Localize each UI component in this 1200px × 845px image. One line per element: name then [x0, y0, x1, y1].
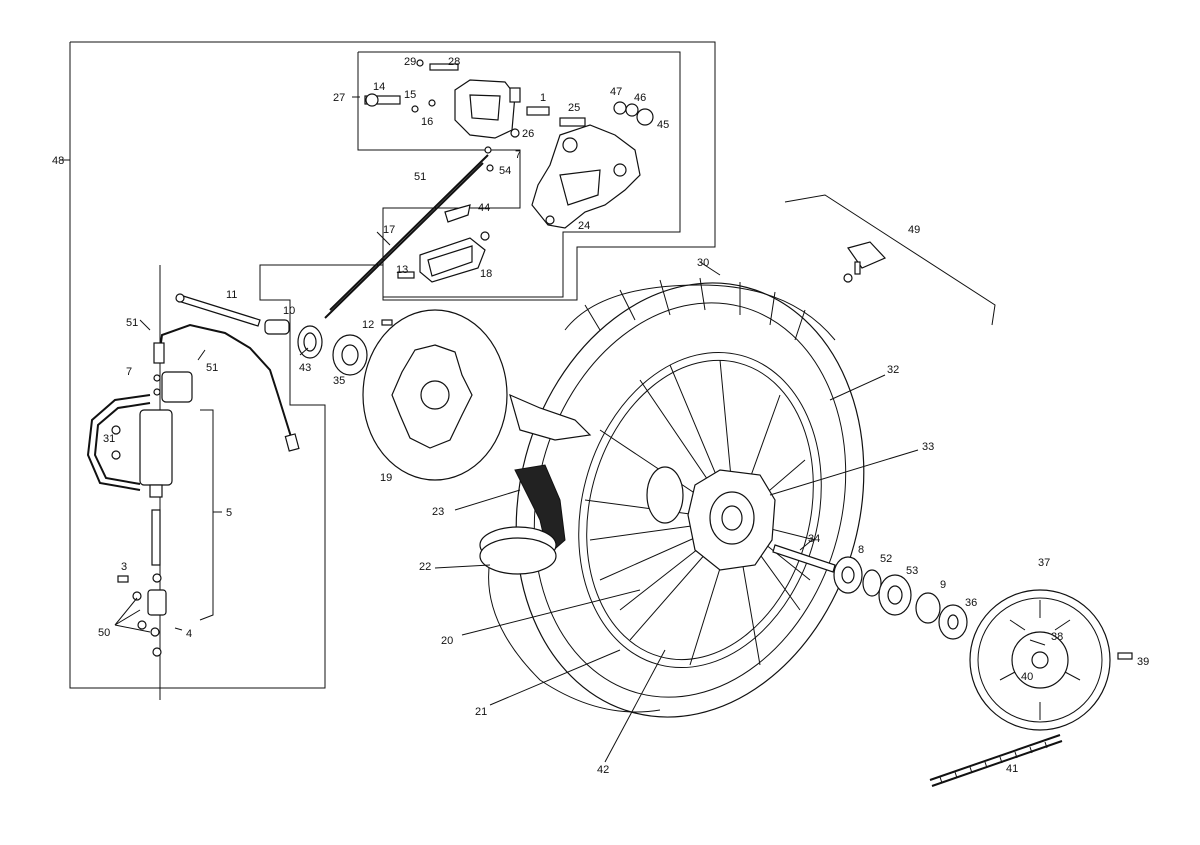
frame-48 [69, 41, 716, 689]
sprocket-bolt-39 [1117, 652, 1133, 660]
label-51-top: 51 [414, 171, 426, 183]
label-15: 15 [404, 89, 416, 101]
caliper-pins [364, 59, 654, 172]
brake-disc [362, 309, 508, 481]
label-52: 52 [880, 553, 892, 565]
label-26: 26 [522, 128, 534, 140]
spacer-9 [915, 592, 941, 624]
label-11: 11 [226, 289, 237, 301]
label-4: 4 [186, 628, 192, 640]
label-3: 3 [121, 561, 127, 573]
label-20: 20 [441, 635, 453, 647]
label-37: 37 [1038, 557, 1050, 569]
spacer-36 [938, 604, 968, 640]
label-50: 50 [98, 627, 110, 639]
label-51-mid: 51 [126, 317, 138, 329]
label-17: 17 [383, 224, 395, 236]
label-7-left: 7 [126, 366, 132, 378]
label-7-top: 7 [515, 149, 521, 161]
bearing-53 [878, 574, 912, 616]
label-24: 24 [578, 220, 590, 232]
label-13: 13 [396, 264, 408, 276]
label-36: 36 [965, 597, 977, 609]
inner-tube-22 [479, 526, 557, 575]
label-14: 14 [373, 81, 385, 93]
label-38: 38 [1051, 631, 1063, 643]
caliper-bracket [531, 124, 641, 229]
label-54: 54 [499, 165, 511, 177]
label-1: 1 [540, 92, 546, 104]
bearing-35 [332, 334, 368, 376]
label-33: 33 [922, 441, 934, 453]
label-48: 48 [52, 155, 64, 167]
part-labels: 48 27 29 28 14 15 16 1 25 26 7 54 51 47 … [52, 56, 1149, 776]
label-25: 25 [568, 102, 580, 114]
label-42: 42 [597, 764, 609, 776]
rim-tape-23 [514, 464, 566, 556]
wheel-axle [175, 293, 261, 327]
brake-pads [397, 204, 490, 283]
spacer-34 [772, 544, 836, 573]
label-41: 41 [1006, 763, 1018, 775]
label-12: 12 [362, 319, 374, 331]
drive-chain-41 [929, 734, 1063, 787]
label-47: 47 [610, 86, 622, 98]
frame-5 [199, 409, 214, 621]
label-19: 19 [380, 472, 392, 484]
label-22: 22 [419, 561, 431, 573]
chain-guide-49 [843, 241, 887, 283]
label-5: 5 [226, 507, 232, 519]
label-16: 16 [421, 116, 433, 128]
hub-33 [646, 466, 776, 571]
ring-52 [862, 569, 882, 597]
label-46: 46 [634, 92, 646, 104]
label-23: 23 [432, 506, 444, 518]
label-27: 27 [333, 92, 345, 104]
label-39: 39 [1137, 656, 1149, 668]
label-9: 9 [940, 579, 946, 591]
rear-tire [488, 277, 865, 718]
master-cylinder [111, 371, 193, 657]
label-35: 35 [333, 375, 345, 387]
brake-hose [159, 323, 293, 441]
label-28: 28 [448, 56, 460, 68]
label-45: 45 [657, 119, 669, 131]
brake-caliper [454, 79, 521, 139]
rear-sprocket-37 [969, 589, 1111, 731]
label-43: 43 [299, 362, 311, 374]
label-44: 44 [478, 202, 490, 214]
reservoir-hose [86, 394, 151, 491]
label-18: 18 [480, 268, 492, 280]
screw-12 [381, 319, 393, 326]
label-40: 40 [1021, 671, 1033, 683]
label-10: 10 [283, 305, 295, 317]
frame-49 [784, 194, 996, 326]
label-51-right: 51 [206, 362, 218, 374]
label-49: 49 [908, 224, 920, 236]
label-31: 31 [103, 433, 115, 445]
bearing-8 [833, 556, 863, 594]
seal-43 [297, 325, 323, 359]
label-8: 8 [858, 544, 864, 556]
leader-lines [60, 96, 1046, 763]
label-53: 53 [906, 565, 918, 577]
label-34: 34 [808, 533, 820, 545]
frame-27 [357, 51, 681, 298]
axle-spacer-10 [264, 319, 290, 335]
label-30: 30 [697, 257, 709, 269]
label-29: 29 [404, 56, 416, 68]
brake-line [324, 154, 489, 319]
label-32: 32 [887, 364, 899, 376]
label-21: 21 [475, 706, 487, 718]
